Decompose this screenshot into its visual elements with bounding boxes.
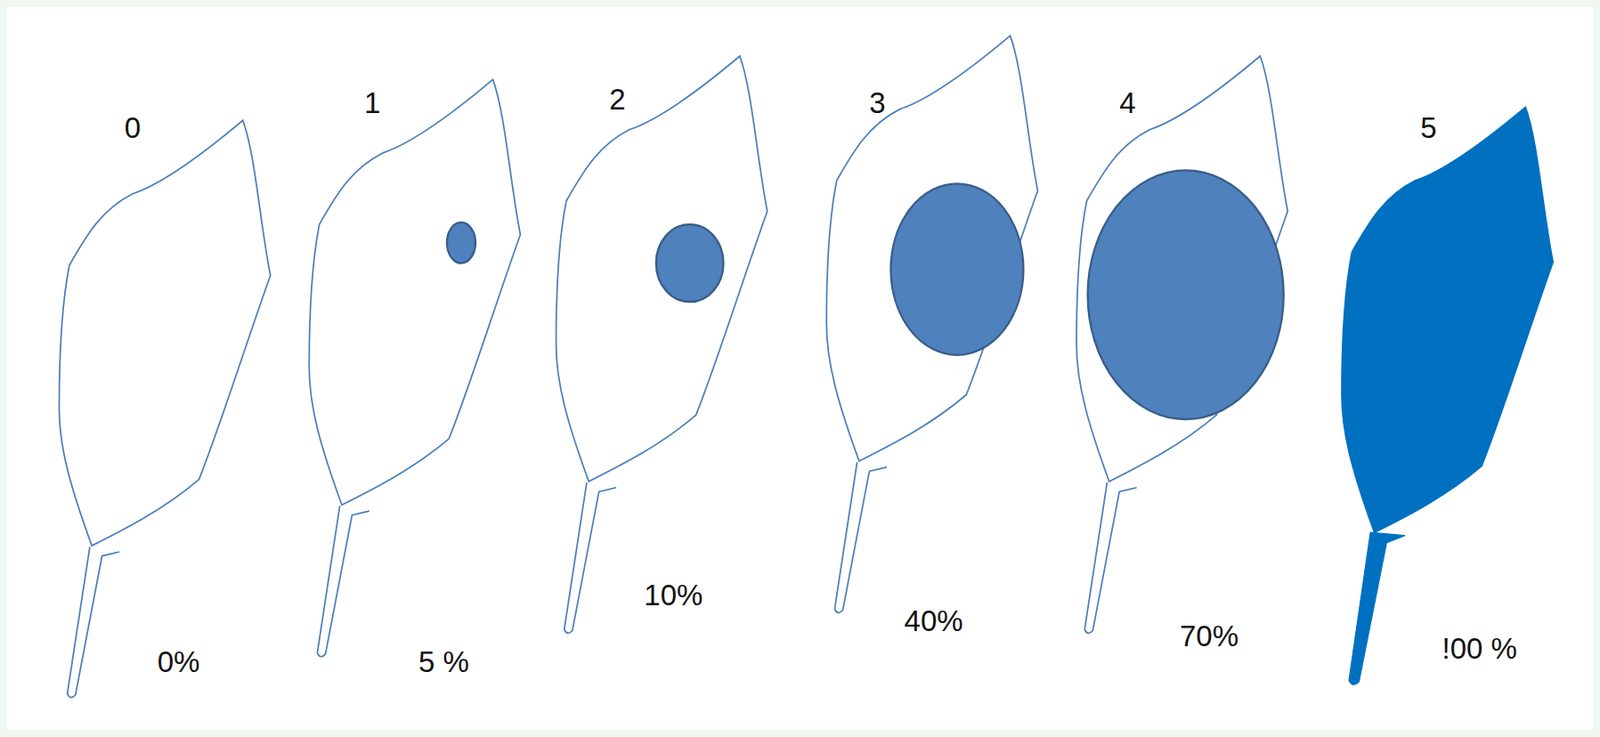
lesion-spot bbox=[656, 224, 724, 302]
leaf-outline bbox=[308, 79, 520, 657]
percent-label: 0% bbox=[157, 646, 201, 676]
score-number: 5 bbox=[1420, 113, 1437, 143]
leaf-outline bbox=[58, 120, 270, 698]
score-number: 3 bbox=[869, 87, 886, 117]
percent-label: 40% bbox=[904, 605, 964, 635]
percent-label: !00 % bbox=[1441, 633, 1517, 663]
leaf-filled bbox=[1341, 106, 1553, 685]
lesion-spot bbox=[446, 222, 476, 264]
percent-label: 5 % bbox=[418, 646, 470, 676]
lesion-spot bbox=[1088, 170, 1284, 420]
percent-label: 10% bbox=[643, 580, 703, 610]
lesion-spot bbox=[890, 183, 1024, 356]
leaf-outline bbox=[1076, 56, 1288, 634]
leaf-outline bbox=[826, 35, 1038, 613]
score-number: 1 bbox=[364, 87, 381, 117]
score-number: 4 bbox=[1119, 87, 1136, 117]
score-number: 0 bbox=[124, 113, 141, 143]
score-number: 2 bbox=[609, 84, 626, 114]
percent-label: 70% bbox=[1179, 620, 1239, 650]
leaf-outline bbox=[556, 56, 768, 634]
